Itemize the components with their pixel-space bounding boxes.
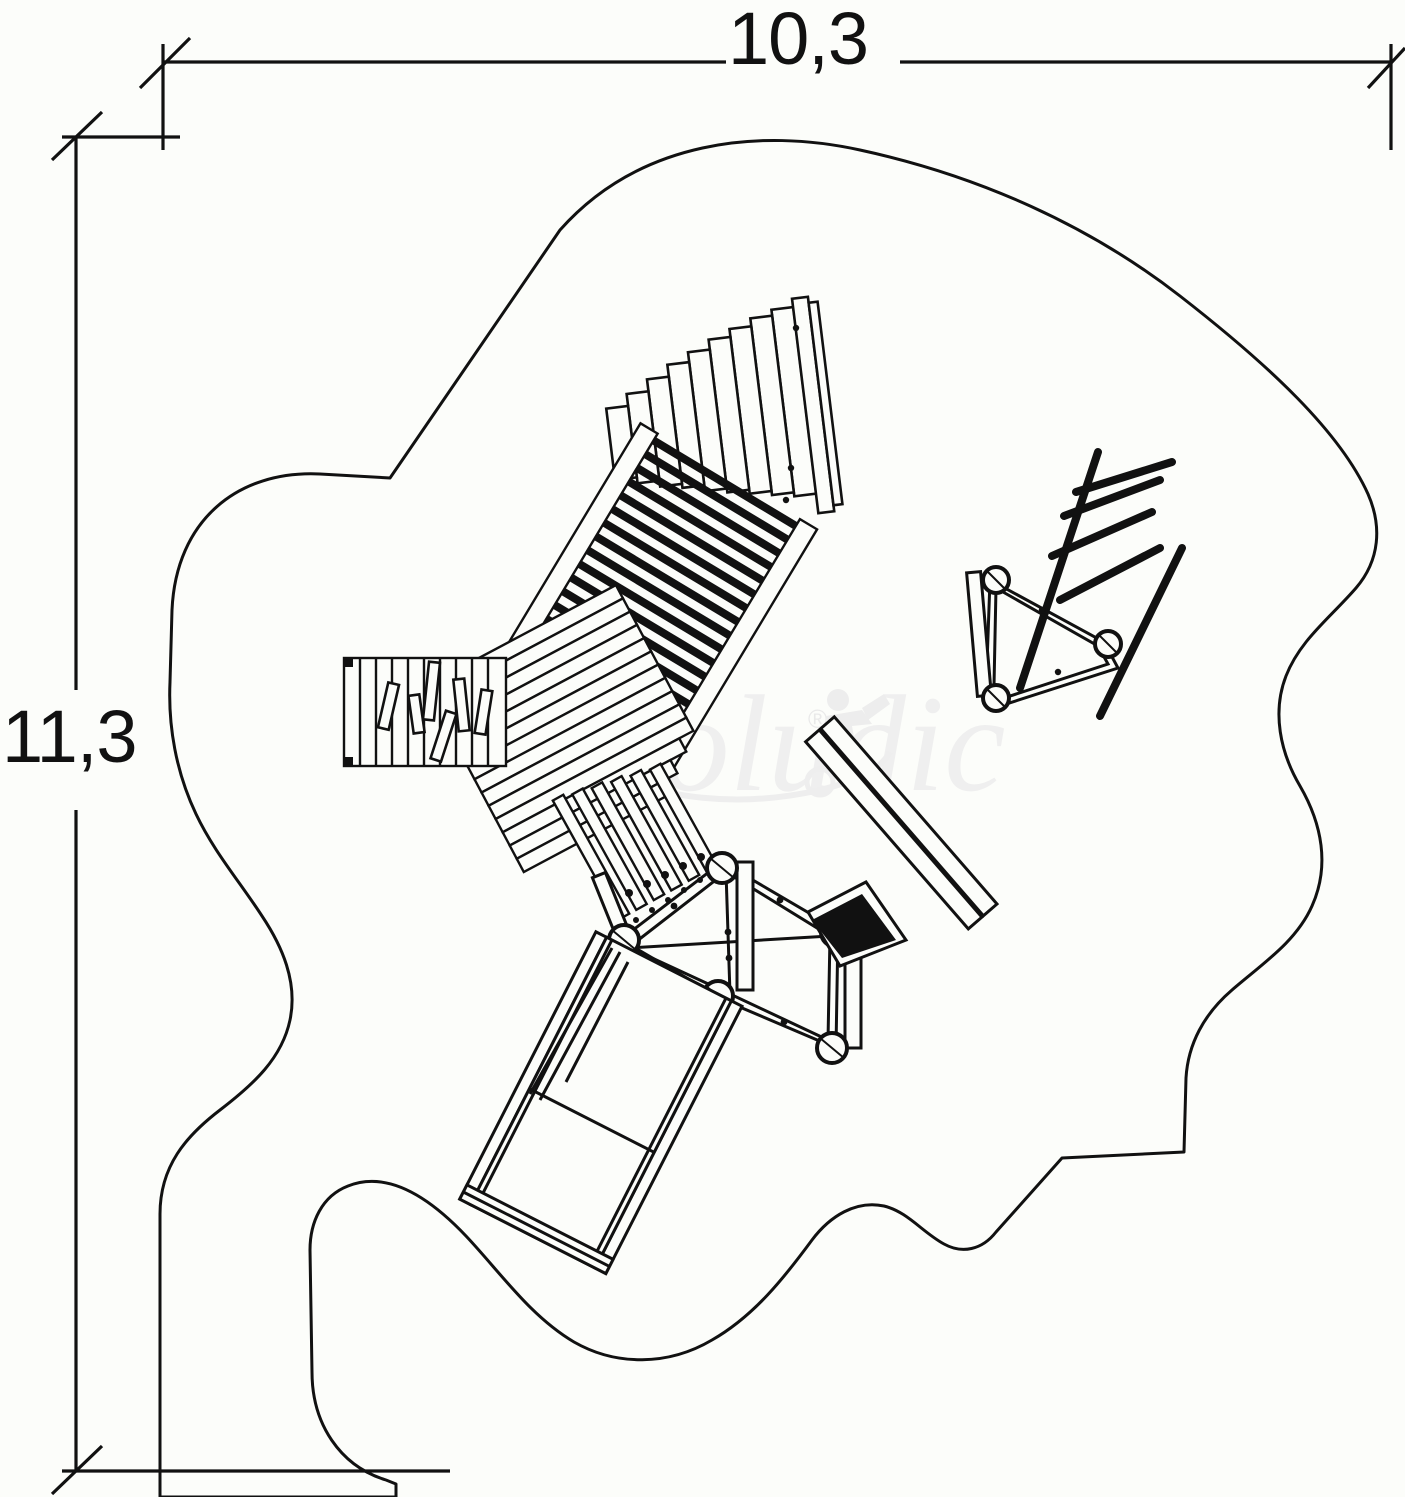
ladder-stringer-right [1096, 544, 1186, 720]
platform-struts [528, 947, 630, 1101]
dim-tick-top-right [1366, 46, 1405, 90]
beam-fixings [633, 877, 703, 923]
dim-tick-left-top [50, 110, 104, 162]
dimension-label-width: 10,3 [728, 0, 869, 80]
slide [457, 929, 745, 1276]
ladder [1016, 448, 1186, 720]
safety-zone-outline [158, 138, 1379, 1497]
ladder-rung [1072, 458, 1176, 496]
dimension-label-height: 11,3 [2, 695, 138, 778]
ramp-handrail [803, 714, 1000, 968]
ladder-rung [1060, 476, 1164, 520]
dim-tick-left-bottom [50, 1444, 104, 1496]
ladder-landing [964, 565, 1123, 713]
climbing-holds [376, 660, 494, 764]
watermark-dot-icon [804, 766, 836, 798]
climbing-wall [342, 656, 508, 768]
ladder-rung [1056, 544, 1164, 604]
ladder-rung [1048, 508, 1156, 560]
bar-fixings [625, 853, 705, 897]
dim-tick-top-left [138, 36, 192, 90]
